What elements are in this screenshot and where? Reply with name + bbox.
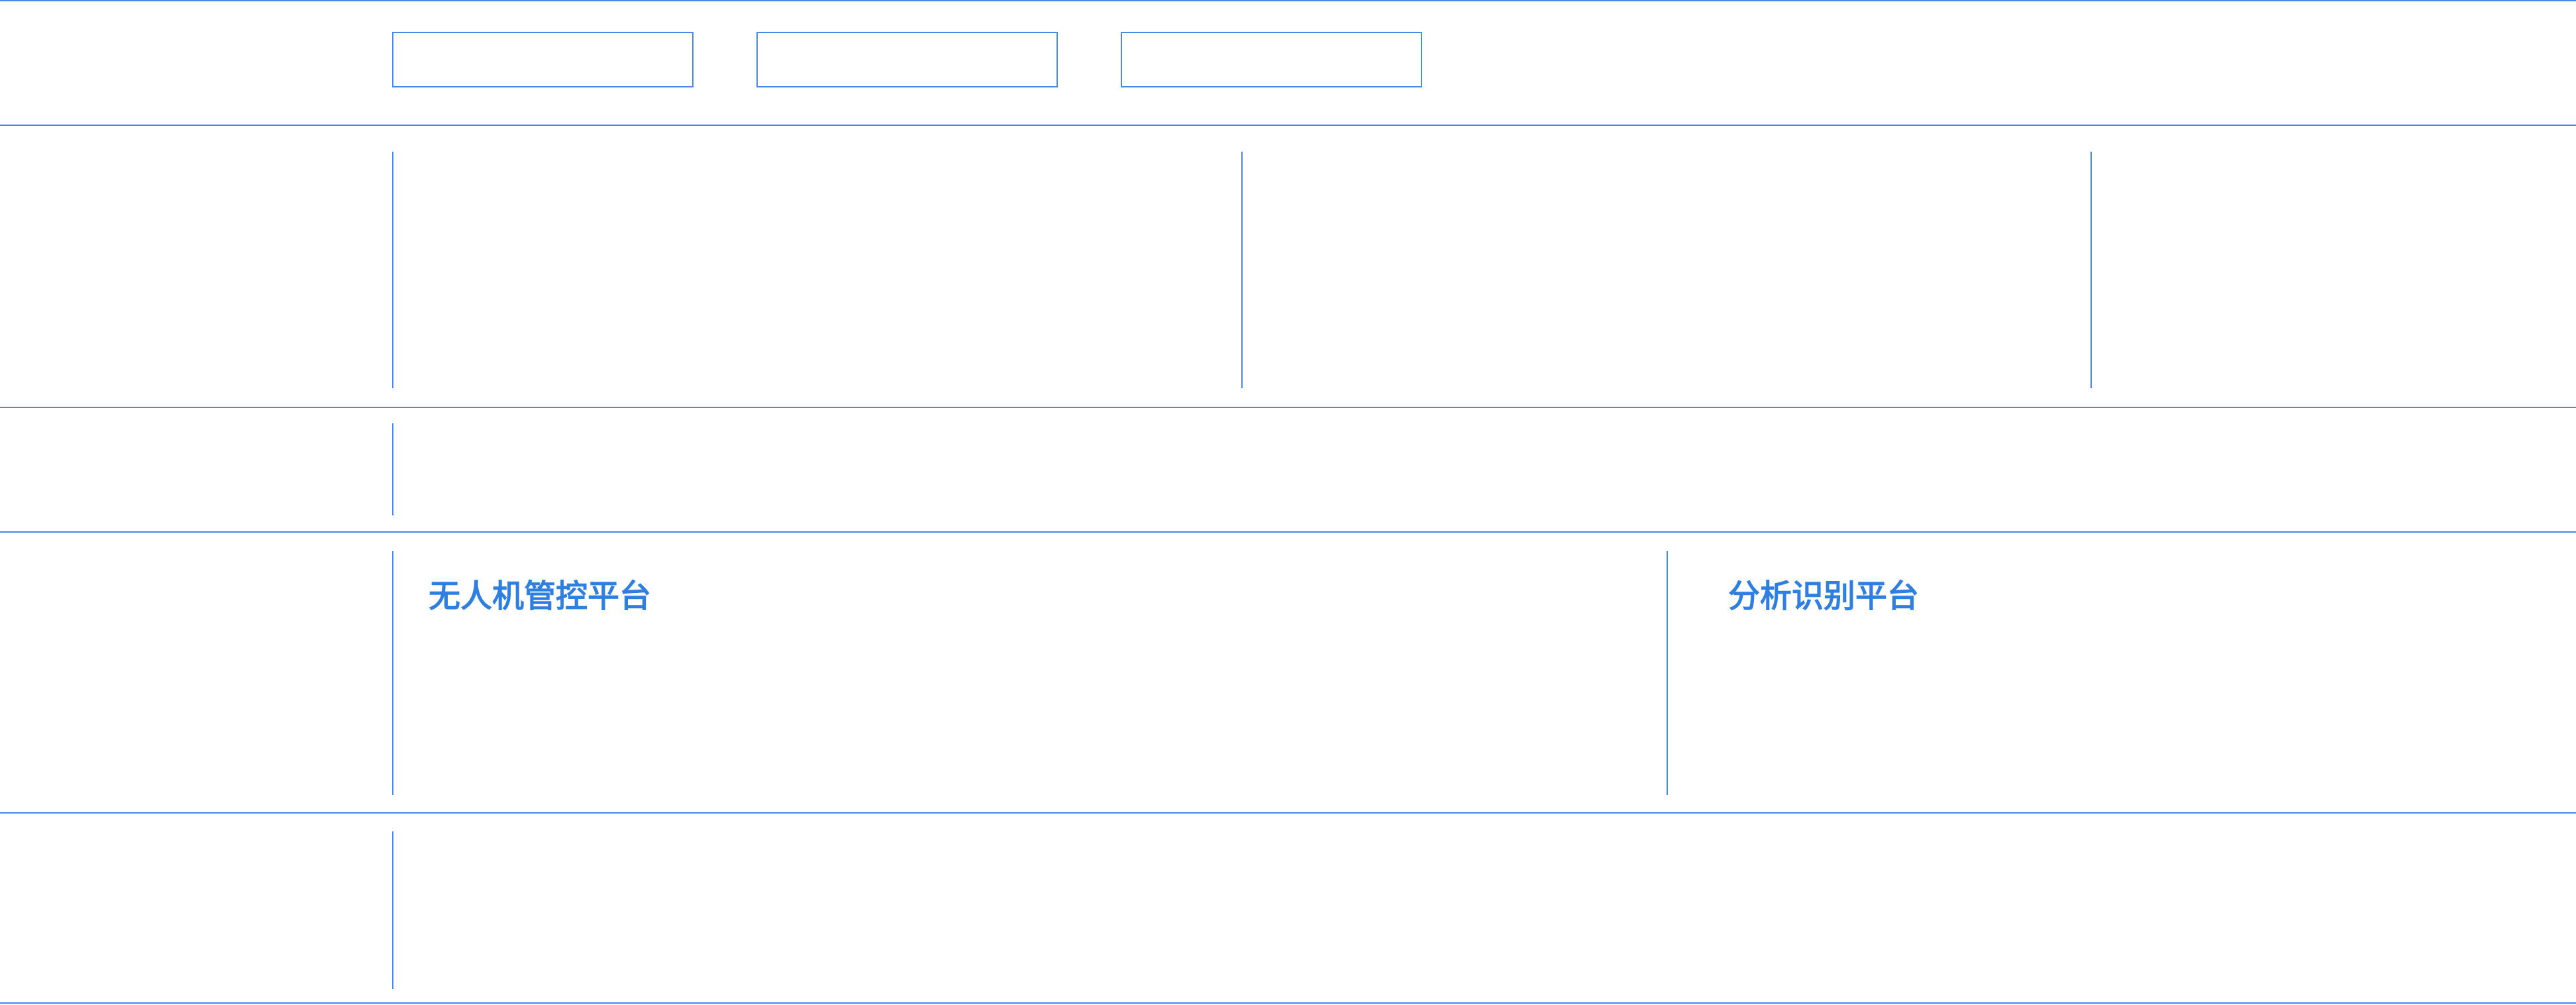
drone-control-platform-title: 无人机管控平台 [429, 578, 652, 615]
row1-col-divider-1 [1241, 152, 1243, 388]
bottom-border [0, 1002, 2576, 1004]
row-divider-4 [0, 812, 2576, 814]
row-divider-1 [0, 125, 2576, 126]
top-border [0, 0, 2576, 1]
header-tab-1[interactable] [392, 32, 694, 87]
row3-col-divider [1667, 551, 1668, 795]
row2-label-divider [392, 423, 393, 515]
row4-label-divider [392, 831, 393, 989]
row3-label-divider [392, 551, 393, 795]
row1-col-divider-2 [2090, 152, 2092, 388]
row1-label-divider [392, 152, 393, 388]
header-tab-3[interactable] [1121, 32, 1422, 87]
row-divider-3 [0, 531, 2576, 533]
analysis-recognition-platform-title: 分析识别平台 [1728, 578, 1920, 615]
header-tab-2[interactable] [756, 32, 1058, 87]
row-divider-2 [0, 407, 2576, 408]
